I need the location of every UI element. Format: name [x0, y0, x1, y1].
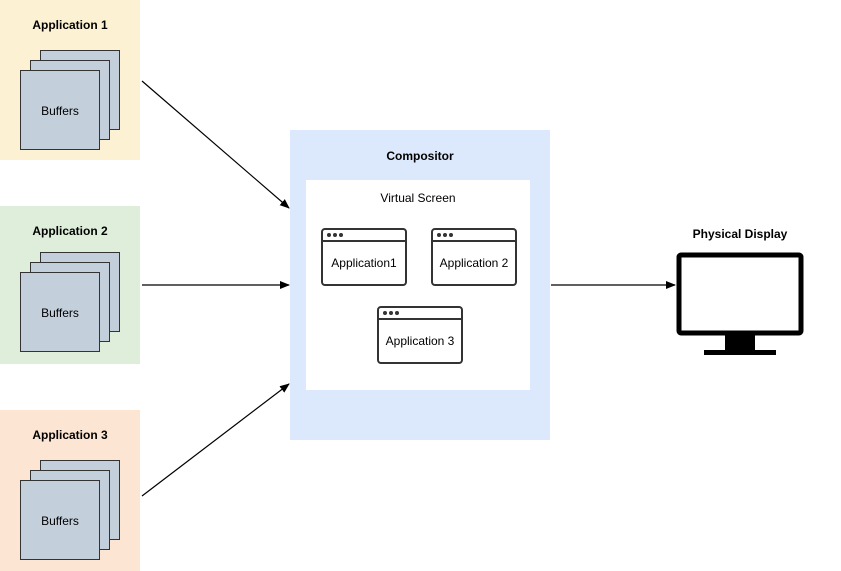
compositor-title: Compositor — [386, 149, 454, 163]
buffer-front — [20, 272, 100, 352]
application-2-panel: Application 2 Buffers — [0, 206, 140, 364]
arrow-app1-to-compositor — [141, 80, 290, 209]
window-title-bar — [433, 230, 515, 242]
buffers-label: Buffers — [41, 514, 79, 528]
window-title-bar — [379, 308, 461, 320]
window-dot-icon — [383, 310, 387, 315]
window-dot-icon — [327, 232, 331, 237]
monitor-icon — [676, 252, 804, 355]
buffer-front — [20, 70, 100, 150]
window-dot-icon — [395, 310, 399, 315]
window-title-bar — [323, 230, 405, 242]
physical-display-title: Physical Display — [692, 227, 788, 241]
buffers-label: Buffers — [41, 104, 79, 118]
app-window-2: Application 2 — [431, 228, 517, 286]
app-window-3-label: Application 3 — [385, 334, 455, 348]
compositor-box: Compositor Virtual Screen Application1 A… — [290, 130, 550, 440]
application-3-title: Application 3 — [32, 428, 108, 442]
window-dot-icon — [339, 232, 343, 237]
window-dot-icon — [437, 232, 441, 237]
app-window-1: Application1 — [321, 228, 407, 286]
virtual-screen: Virtual Screen Application1 Application … — [306, 180, 530, 390]
arrow-app3-to-compositor — [141, 383, 290, 497]
application-3-panel: Application 3 Buffers — [0, 410, 140, 571]
application-1-panel: Application 1 Buffers — [0, 0, 140, 160]
app-window-1-label: Application1 — [331, 256, 397, 270]
window-dot-icon — [333, 232, 337, 237]
application-1-title: Application 1 — [32, 18, 108, 32]
window-dot-icon — [443, 232, 447, 237]
application-2-title: Application 2 — [32, 224, 108, 238]
buffers-label: Buffers — [41, 306, 79, 320]
app-window-3: Application 3 — [377, 306, 463, 364]
window-dot-icon — [389, 310, 393, 315]
virtual-screen-title: Virtual Screen — [380, 191, 456, 205]
buffer-front — [20, 480, 100, 560]
app-window-2-label: Application 2 — [439, 256, 509, 270]
window-dot-icon — [449, 232, 453, 237]
